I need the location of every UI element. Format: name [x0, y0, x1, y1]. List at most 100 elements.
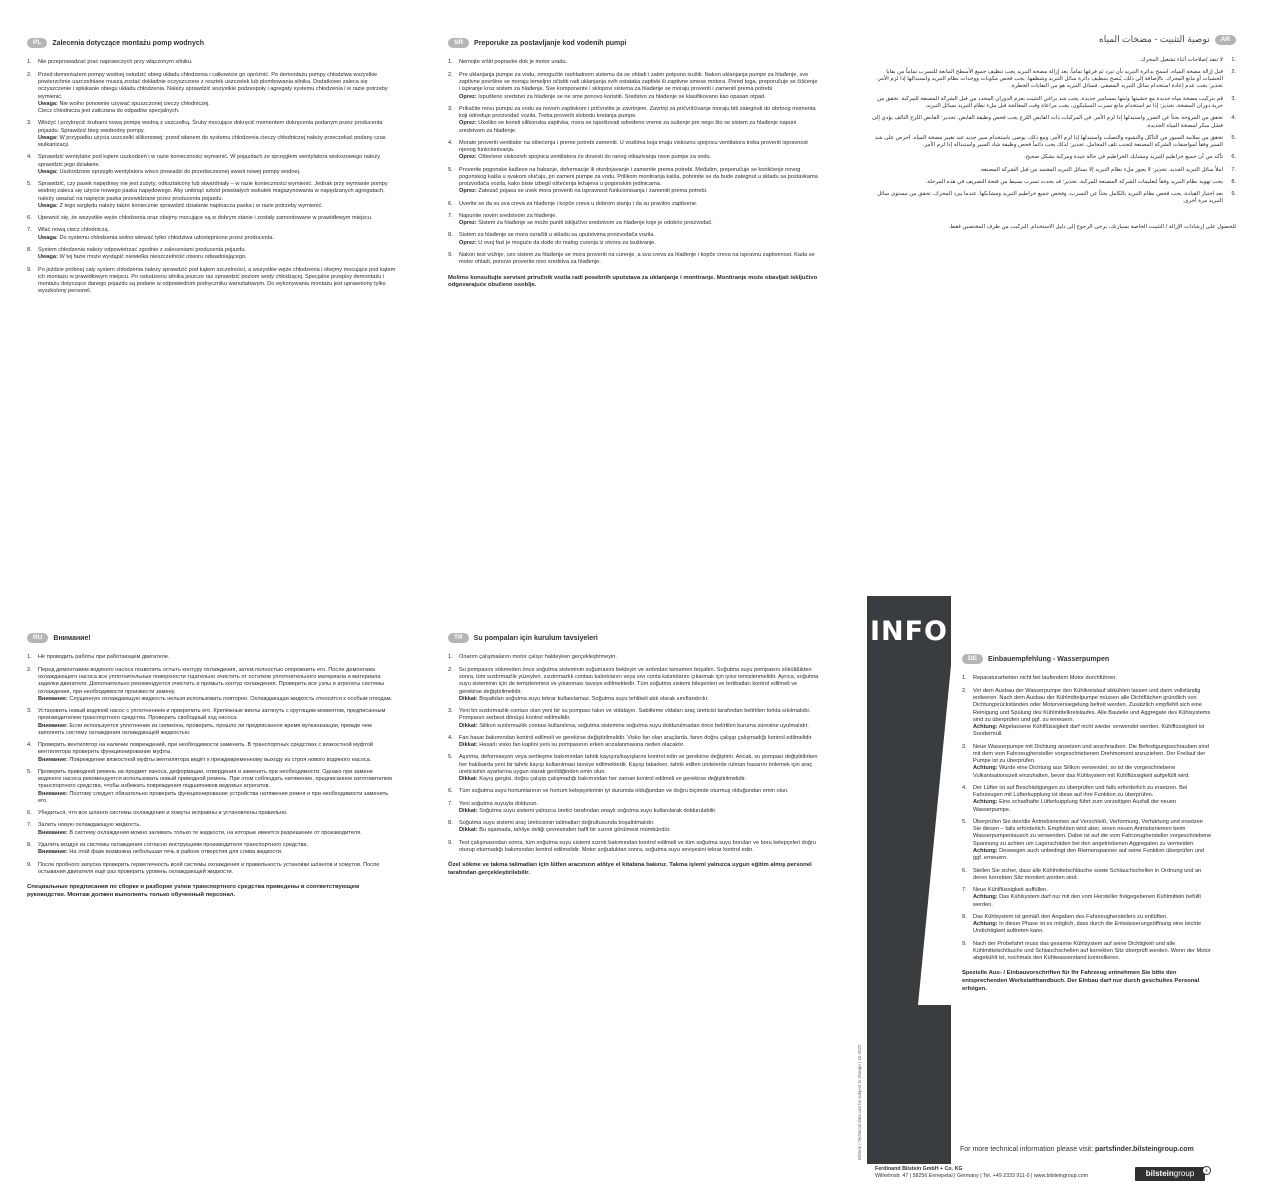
item-text: Soğutma suyu sistemi araç üreticisinin t… [459, 820, 655, 827]
item-number: 5. [448, 166, 453, 173]
item-text: Po jeździe próbnej cały system chłodzeni… [38, 266, 396, 295]
warning-text: W przypadku użycia uszczelki silikonowej… [38, 134, 386, 149]
item-number: 9. [27, 861, 32, 868]
item-text: Залить новую охлаждающую жидкость. [38, 822, 141, 829]
list-item: 6.Убедиться, что все шланги системы охла… [27, 810, 397, 817]
item-text: Onarım çalışmalarını motor çalışır halde… [459, 654, 617, 661]
item-number: 5. [962, 818, 967, 825]
warning-label: Oprez: [459, 120, 477, 127]
warning-text: Oštećene viskoznih spojnica ventilatora … [478, 154, 712, 161]
item-number: 5. [27, 181, 32, 188]
warning-text: Hasarlı visko fan kaplini yeni su pompas… [479, 742, 685, 749]
item-body: تأكد من أن جميع خراطيم التبريد ومشابك ال… [870, 154, 1223, 161]
item-body: Убедиться, что все шланги системы охлажд… [38, 810, 397, 817]
warning-label: Dikkat: [459, 722, 478, 729]
item-text: Tüm soğutma suyu hortumlarının ve hortum… [459, 788, 789, 795]
warning-text: Zatezač pojasa se uvek mora proveriti na… [478, 188, 708, 195]
warning-text: Поэтому следует обязательно проверить фу… [38, 790, 389, 804]
list-item: 3. Neue Wasserpumpe mit Dichtung ansetzen… [962, 744, 1212, 780]
list-item: 6.Tüm soğutma suyu hortumlarının ve hort… [448, 788, 820, 795]
list-item: 3.Prikačite novu pumpu za vodu sa novom … [448, 106, 820, 135]
item-body: Nie przeprowadzać prac naprawczych przy … [38, 59, 397, 66]
item-text: Yeni soğutma suyuyla doldurun. [459, 800, 539, 807]
item-body: Przed demontażem pompy wodnej ostudzić o… [38, 72, 397, 116]
warning-text: Ispušteno sredstvo za hlađenje se ne sme… [478, 93, 766, 100]
item-body: Перед демонтажем водяного насоса позволи… [38, 667, 397, 703]
item-number: 3. [27, 708, 32, 715]
partsfinder-link[interactable]: partsfinder.bilsteingroup.com [1095, 1146, 1194, 1153]
workshop-note: Специальные предписания по сборке и разб… [27, 884, 360, 898]
warning-label: Dikkat: [459, 742, 478, 749]
item-number: 2. [962, 687, 967, 694]
list-item: 4.Проверить вентилятор на наличие повреж… [27, 742, 397, 764]
warning-text: Soğutma suyu sistemi yalnızca üretici ta… [479, 807, 717, 814]
warning-text: Слущенную охлаждающую жидкость нельзя ис… [69, 695, 393, 702]
item-text: Neue Wasserpumpe mit Dichtung ansetzen u… [973, 743, 1209, 765]
item-extra-text: Ciecz chłodnicza jest zaliczana do odpad… [38, 108, 180, 115]
warning-label: Uwaga: [38, 202, 58, 209]
company-address: Wilhelmstr. 47 | 58256 Ennepetal | Germa… [875, 1173, 1089, 1180]
item-body: بعد اختبار القيادة، يجب فحص نظام التبريد… [870, 191, 1223, 206]
item-body: Fan hasar bakımından kontrol edilmeli ve… [459, 735, 820, 750]
item-text: Vor dem Ausbau der Wasserpumpe den Kühlk… [973, 687, 1211, 723]
instruction-list: 1.Onarım çalışmalarını motor çalışır hal… [448, 654, 820, 854]
list-item: 7.Wlać nową ciecz chłodniczą.Uwaga: Do s… [27, 227, 397, 242]
warning-label: Achtung: [973, 724, 998, 731]
item-number: .7 [1231, 166, 1236, 173]
list-item: 8.Удалить воздух из системы охлаждения с… [27, 842, 397, 857]
item-number: 8. [448, 820, 453, 827]
warning-label: Oprez: [459, 239, 477, 246]
warning-label: Uwaga: [38, 100, 58, 107]
list-item: 5.Sprawdzić, czy pasek napędowy nie jest… [27, 181, 397, 210]
language-badge: SR [448, 38, 470, 49]
item-body: Nach der Probefahrt muss das gesamte Küh… [973, 941, 1212, 963]
item-text: Su pompasını sökmeden önce soğutma siste… [459, 666, 819, 695]
item-text: Проверить приводной ремень на предмет из… [38, 768, 392, 790]
item-body: Yeni bir sızdırmazlık contası olan yeni … [459, 708, 820, 730]
item-number: 8. [27, 842, 32, 849]
language-badge: PL [27, 38, 48, 49]
list-item: 6.Stellen Sie sicher, dass alle Kühlmitt… [962, 868, 1212, 883]
item-number: 3. [962, 743, 967, 750]
list-item: 8.Sistem za hlađenje se mora ozračiti u … [448, 232, 820, 247]
item-text: قم بتركيب مضخة مياه جديدة مع حشيتها وثبت… [877, 95, 1223, 110]
item-body: Upewnić się, że wszystkie węże chłodzeni… [38, 215, 397, 222]
workshop-note: Özel sökme ve takma talimatları için lüt… [448, 862, 812, 876]
item-text: После пробного запуска проверить гермети… [38, 861, 380, 875]
section-title: Einbauempfehlung - Wasserpumpen [988, 655, 1110, 663]
language-badge: DE [962, 654, 984, 665]
list-item: 2.Przed demontażem pompy wodnej ostudzić… [27, 72, 397, 116]
item-number: 4. [27, 154, 32, 161]
item-text: Upewnić się, że wszystkie węże chłodzeni… [38, 215, 373, 222]
item-text: Przed demontażem pompy wodnej ostudzić o… [38, 71, 388, 100]
warning-text: Sistem za hlađenje se može puniti isklju… [478, 220, 713, 227]
section-tr: TR Su pompaları için kurulum tavsiyeleri… [448, 633, 820, 878]
item-body: Su pompasını sökmeden önce soğutma siste… [459, 667, 820, 703]
list-item: 4.Der Lüfter ist auf Beschädigungen zu ü… [962, 785, 1212, 814]
item-body: Sprawdzić wentylator pod kątem uszkodzeń… [38, 154, 397, 176]
info-title: INFO [869, 616, 949, 647]
warning-text: U ovoj fazi je moguće da dođe do malog c… [478, 239, 656, 246]
section-header: TR Su pompaları için kurulum tavsiyeleri [448, 633, 820, 644]
warning-text: В систему охлаждения можно заливать толь… [69, 829, 362, 836]
section-header: RU Внимание! [27, 633, 397, 644]
warning-text: Wurde eine Dichtung aus Silikon verwende… [973, 765, 1190, 779]
item-text: تحقق من سلامة السيور من التآكل والتشوه و… [875, 134, 1223, 149]
warning-label: Dikkat: [459, 776, 478, 783]
item-body: System chłodzenia należy odpowietrzać zg… [38, 247, 397, 262]
item-text: Fan hasar bakımından kontrol edilmeli ve… [459, 734, 813, 741]
company-info: Ferdinand Bilstein GmbH + Co. KG Wilhelm… [875, 1166, 1088, 1180]
item-number: 6. [27, 215, 32, 222]
list-item: 5.Überprüfen Sie den/die Antriebsriemen … [962, 819, 1212, 863]
item-body: Sistem za hlađenje se mora ozračiti u sk… [459, 232, 820, 247]
warning-label: Внимание: [38, 756, 68, 763]
list-item: 5.Proverite pogonske kaiševe na habanje,… [448, 167, 820, 196]
item-body: Залить новую охлаждающую жидкость.Вниман… [38, 822, 397, 837]
item-number: 6. [448, 200, 453, 207]
list-item: 2.Pre uklanjanja pumpe za vodu, omogućit… [448, 72, 820, 101]
list-item: 3.Yeni bir sızdırmazlık contası olan yen… [448, 708, 820, 730]
item-body: Tüm soğutma suyu hortumlarının ve hortum… [459, 788, 820, 795]
